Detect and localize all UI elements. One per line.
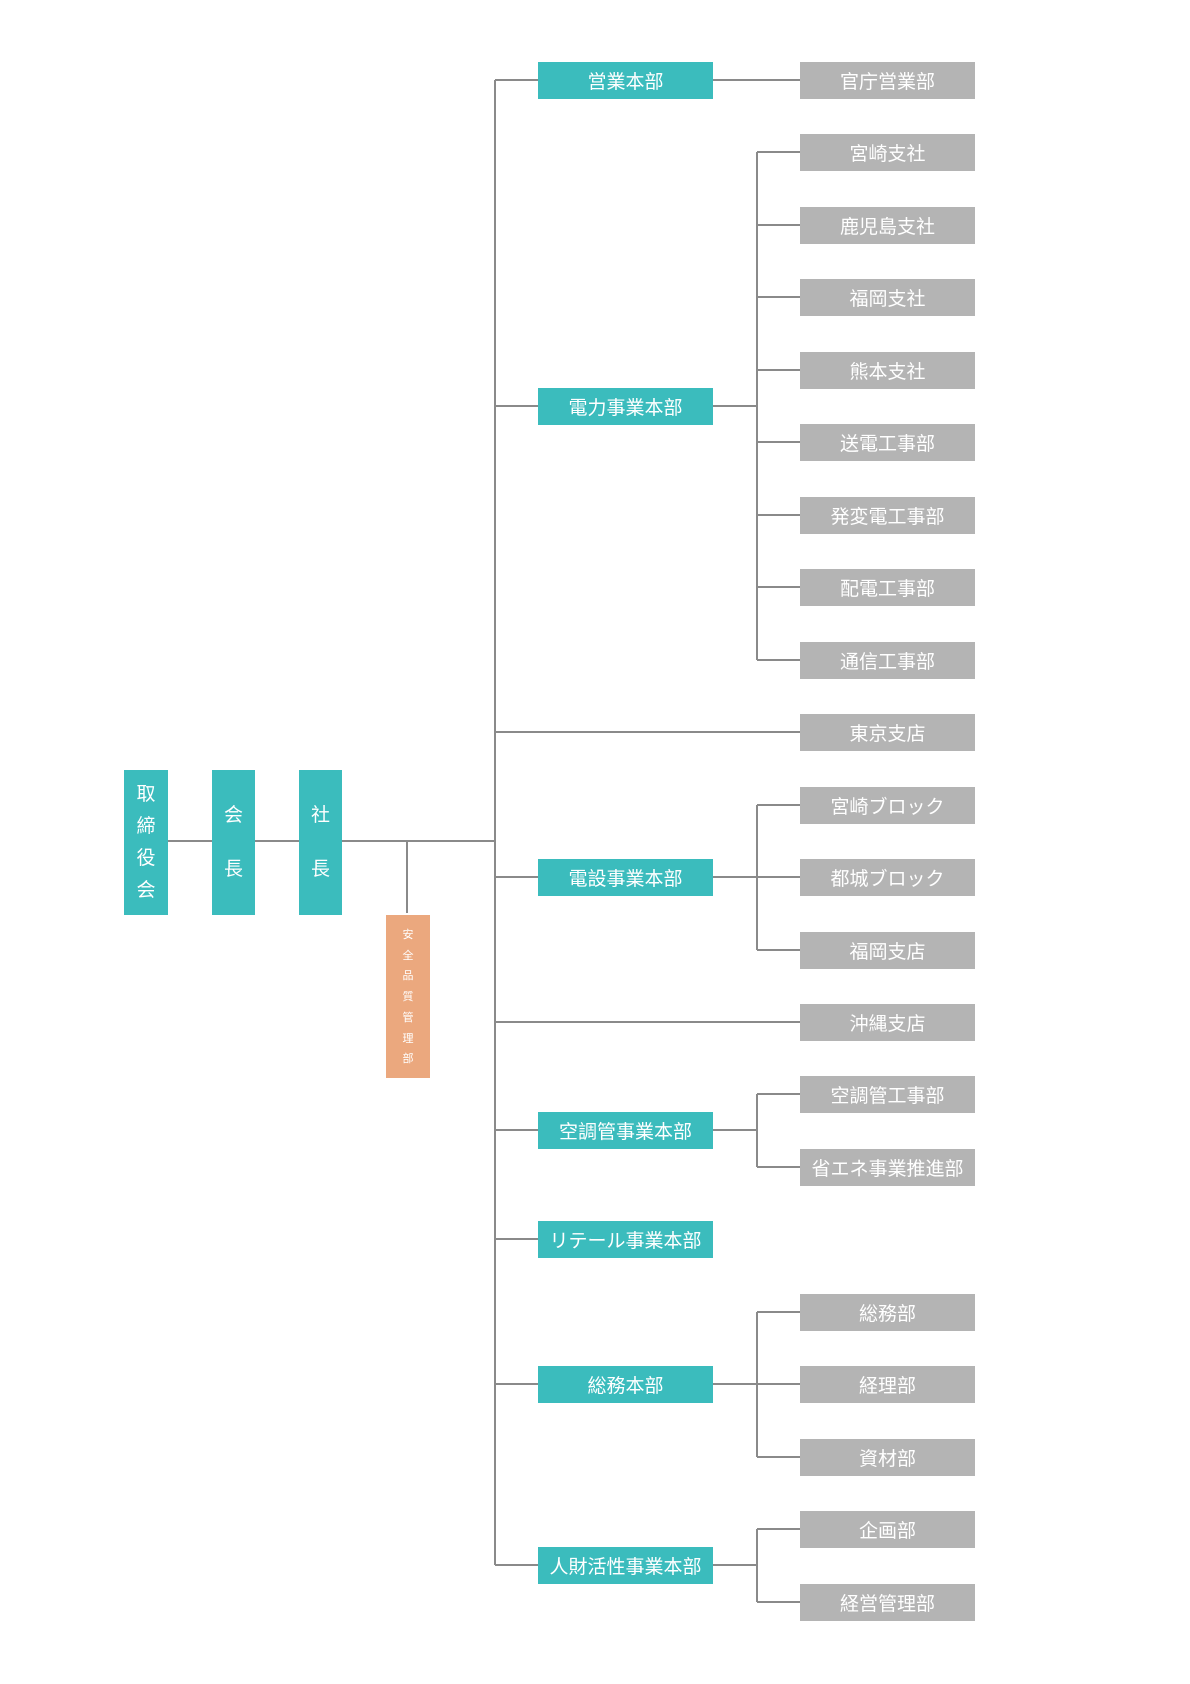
unit-gov-sales: 官庁営業部 — [800, 62, 975, 99]
safety-char: 部 — [402, 1052, 414, 1066]
chairman-box: 会 長 — [212, 770, 255, 915]
division-construction: 電設事業本部 — [538, 859, 713, 896]
division-general: 総務本部 — [538, 1366, 713, 1403]
board-char: 会 — [136, 879, 156, 901]
board-char: 締 — [136, 815, 156, 837]
unit-kumamoto-branch: 熊本支社 — [800, 352, 975, 389]
unit-planning: 企画部 — [800, 1511, 975, 1548]
president-char: 長 — [310, 857, 330, 880]
unit-aircon-works: 空調管工事部 — [800, 1076, 975, 1113]
president-box: 社 長 — [299, 770, 342, 915]
unit-materials: 資材部 — [800, 1439, 975, 1476]
unit-kagoshima-branch: 鹿児島支社 — [800, 207, 975, 244]
board-char: 役 — [136, 847, 156, 869]
unit-telecom: 通信工事部 — [800, 642, 975, 679]
unit-substation: 発変電工事部 — [800, 497, 975, 534]
unit-transmission: 送電工事部 — [800, 424, 975, 461]
unit-general-affairs: 総務部 — [800, 1294, 975, 1331]
chairman-char: 長 — [223, 857, 243, 880]
division-retail: リテール事業本部 — [538, 1221, 713, 1258]
division-aircon: 空調管事業本部 — [538, 1112, 713, 1149]
unit-fukuoka-branch: 福岡支社 — [800, 279, 975, 316]
safety-char: 管 — [402, 1010, 414, 1024]
division-sales: 営業本部 — [538, 62, 713, 99]
division-power: 電力事業本部 — [538, 388, 713, 425]
unit-distribution: 配電工事部 — [800, 569, 975, 606]
safety-char: 安 — [402, 927, 414, 941]
board-of-directors-box: 取 締 役 会 — [124, 770, 168, 915]
safety-quality-dept-box: 安 全 品 質 管 理 部 — [386, 915, 430, 1078]
safety-char: 理 — [402, 1031, 414, 1045]
board-char: 取 — [136, 783, 156, 805]
unit-miyazaki-block: 宮崎ブロック — [800, 787, 975, 824]
safety-char: 品 — [402, 969, 414, 983]
safety-char: 全 — [402, 948, 414, 962]
unit-management: 経営管理部 — [800, 1584, 975, 1621]
president-char: 社 — [310, 804, 330, 827]
division-hr: 人財活性事業本部 — [538, 1547, 713, 1584]
unit-miyazaki-branch: 宮崎支社 — [800, 134, 975, 171]
unit-accounting: 経理部 — [800, 1366, 975, 1403]
chairman-char: 会 — [223, 804, 243, 827]
unit-fukuoka-office: 福岡支店 — [800, 932, 975, 969]
unit-okinawa-office: 沖縄支店 — [800, 1004, 975, 1041]
unit-miyakonojo-block: 都城ブロック — [800, 859, 975, 896]
safety-char: 質 — [402, 990, 414, 1003]
unit-tokyo-office: 東京支店 — [800, 714, 975, 751]
unit-energy-saving: 省エネ事業推進部 — [800, 1149, 975, 1186]
